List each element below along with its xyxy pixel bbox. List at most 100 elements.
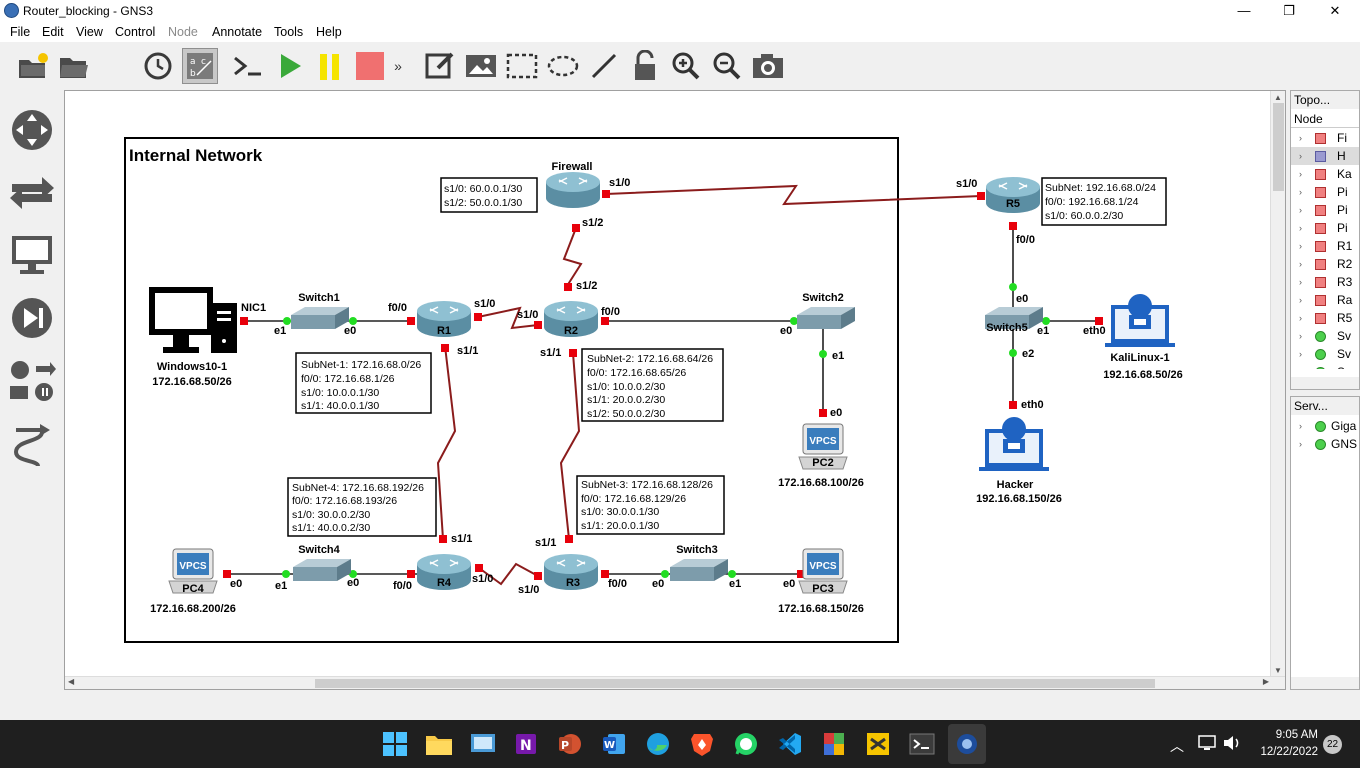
scroll-down-arrow-icon[interactable]: ▼ — [1274, 666, 1282, 675]
label-r1[interactable]: R1 — [437, 325, 451, 337]
topology-node-item[interactable]: ›Pi — [1291, 219, 1359, 237]
servers-panel-hscroll[interactable] — [1291, 677, 1359, 689]
note-r2[interactable]: SubNet-2: 172.16.68.64/26 f0/0: 172.16.6… — [581, 348, 724, 422]
label-pc4[interactable]: PC4 — [182, 583, 204, 595]
vpcs-pc2[interactable] — [798, 423, 848, 470]
expand-chevron-icon[interactable]: › — [1299, 169, 1302, 179]
taskbar-vscode[interactable] — [776, 730, 804, 758]
taskbar-onenote[interactable]: N — [512, 730, 540, 758]
browse-all-devices-button[interactable] — [8, 358, 56, 411]
vertical-scroll-thumb[interactable] — [1273, 103, 1284, 191]
router-r1[interactable] — [417, 301, 471, 337]
taskbar-edge[interactable] — [644, 730, 672, 758]
taskbar-brave[interactable] — [688, 730, 716, 758]
menu-control[interactable]: Control — [115, 25, 156, 39]
label-pc2-ip[interactable]: 172.16.68.100/26 — [778, 477, 864, 489]
expand-chevron-icon[interactable]: › — [1299, 133, 1302, 143]
server-item[interactable]: ›Giga — [1291, 417, 1359, 435]
topology-node-item[interactable]: ›R5 — [1291, 309, 1359, 327]
stop-all-button[interactable] — [352, 48, 388, 84]
label-r4[interactable]: R4 — [437, 577, 452, 589]
expand-chevron-icon[interactable]: › — [1299, 363, 1302, 369]
browse-routers-button[interactable] — [10, 108, 54, 157]
taskbar-powerpoint[interactable]: P — [556, 730, 584, 758]
label-pc3-ip[interactable]: 172.16.68.150/26 — [778, 603, 864, 615]
expand-chevron-icon[interactable]: › — [1299, 259, 1302, 269]
router-r4[interactable] — [417, 554, 471, 590]
menu-help[interactable]: Help — [316, 25, 342, 39]
router-r2[interactable] — [544, 301, 598, 337]
label-pc2[interactable]: PC2 — [812, 457, 833, 469]
taskbar-putty[interactable] — [864, 730, 892, 758]
browse-security-devices-button[interactable] — [10, 296, 54, 345]
topology-canvas[interactable]: Internal Network — [64, 90, 1286, 690]
horizontal-scroll-thumb[interactable] — [315, 679, 1155, 688]
router-r5[interactable] — [986, 177, 1040, 213]
switch2[interactable] — [797, 307, 855, 329]
label-r2[interactable]: R2 — [564, 325, 578, 337]
label-kali-ip[interactable]: 192.16.68.50/26 — [1103, 369, 1183, 381]
topology-panel-hscroll[interactable] — [1291, 377, 1359, 389]
menu-annotate[interactable]: Annotate — [212, 25, 263, 39]
hacker-host[interactable] — [979, 417, 1049, 471]
clock-date[interactable]: 12/22/2022 — [1260, 746, 1318, 758]
expand-chevron-icon[interactable]: › — [1299, 241, 1302, 251]
link-firewall-r2[interactable] — [562, 227, 583, 287]
label-pc3[interactable]: PC3 — [812, 583, 833, 595]
canvas-horizontal-scrollbar[interactable]: ◀ ▶ — [65, 676, 1285, 689]
add-link-button[interactable] — [10, 424, 54, 477]
link-r4-r3[interactable] — [478, 562, 539, 586]
label-windows-ip[interactable]: 172.16.68.50/26 — [152, 376, 232, 388]
label-switch3[interactable]: Switch3 — [676, 544, 718, 556]
note-r5[interactable]: SubNet: 192.16.68.0/24 f0/0: 192.16.68.1… — [1041, 177, 1167, 226]
note-firewall[interactable]: s1/0: 60.0.0.1/30 s1/2: 50.0.0.1/30 — [440, 177, 538, 213]
lock-button[interactable] — [627, 48, 663, 84]
volume-icon[interactable] — [1222, 734, 1242, 757]
taskbar-control-panel[interactable] — [469, 730, 497, 758]
screenshot-button[interactable] — [750, 48, 786, 84]
label-hacker[interactable]: Hacker — [997, 479, 1034, 491]
menu-edit[interactable]: Edit — [42, 25, 64, 39]
expand-chevron-icon[interactable]: › — [1299, 151, 1302, 161]
topology-node-item[interactable]: ›R3 — [1291, 273, 1359, 291]
topology-node-item[interactable]: ›R2 — [1291, 255, 1359, 273]
switch3[interactable] — [670, 559, 728, 581]
topology-node-item[interactable]: ›Ka — [1291, 165, 1359, 183]
expand-chevron-icon[interactable]: › — [1299, 205, 1302, 215]
expand-chevron-icon[interactable]: › — [1299, 277, 1302, 287]
start-button[interactable] — [381, 730, 409, 758]
browse-switches-button[interactable] — [8, 172, 56, 217]
topology-node-item[interactable]: ›Ra — [1291, 291, 1359, 309]
switch1[interactable] — [291, 307, 349, 329]
new-project-button[interactable] — [15, 48, 51, 84]
taskbar-gns3-active[interactable] — [948, 724, 986, 764]
label-switch1[interactable]: Switch1 — [298, 292, 340, 304]
draw-rectangle-button[interactable] — [504, 48, 540, 84]
network-icon[interactable] — [1198, 734, 1216, 757]
menu-node[interactable]: Node — [168, 25, 198, 39]
link-r1-r4[interactable] — [436, 345, 457, 540]
topology-node-item[interactable]: ›Sv — [1291, 345, 1359, 363]
expand-chevron-icon[interactable]: › — [1299, 313, 1302, 323]
label-switch2[interactable]: Switch2 — [802, 292, 844, 304]
expand-chevron-icon[interactable]: › — [1299, 439, 1302, 449]
note-r3[interactable]: SubNet-3: 172.16.68.128/26 f0/0: 172.16.… — [576, 475, 725, 535]
topology-node-item[interactable]: ›Fi — [1291, 129, 1359, 147]
start-all-button[interactable] — [272, 48, 308, 84]
menu-file[interactable]: File — [10, 25, 31, 39]
clock-time[interactable]: 9:05 AM — [1275, 729, 1318, 741]
show-hidden-icons-chevron-icon[interactable]: ︿ — [1170, 738, 1184, 754]
vpcs-pc4[interactable] — [168, 548, 218, 594]
zoom-in-button[interactable] — [668, 48, 704, 84]
add-note-button[interactable] — [422, 48, 458, 84]
topology-node-item[interactable]: ›Sv — [1291, 363, 1359, 369]
expand-chevron-icon[interactable]: › — [1299, 349, 1302, 359]
note-r4[interactable]: SubNet-4: 172.16.68.192/26 f0/0: 172.16.… — [287, 477, 437, 537]
switch4[interactable] — [293, 559, 351, 581]
taskbar-terminal[interactable] — [908, 730, 936, 758]
label-kali[interactable]: KaliLinux-1 — [1110, 352, 1169, 364]
notification-badge[interactable]: 22 — [1323, 735, 1342, 754]
expand-chevron-icon[interactable]: › — [1299, 187, 1302, 197]
label-windows[interactable]: Windows10-1 — [157, 361, 227, 373]
